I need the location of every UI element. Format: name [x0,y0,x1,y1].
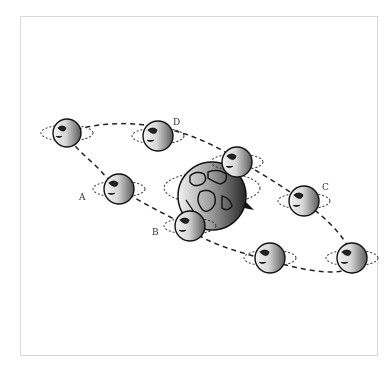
moon-7 [244,243,296,273]
label-d: D [173,118,180,128]
label-b: B [152,228,159,238]
moon-1 [41,119,93,147]
label-c: C [322,183,329,193]
moon-8 [326,243,378,273]
label-a: A [78,193,86,203]
